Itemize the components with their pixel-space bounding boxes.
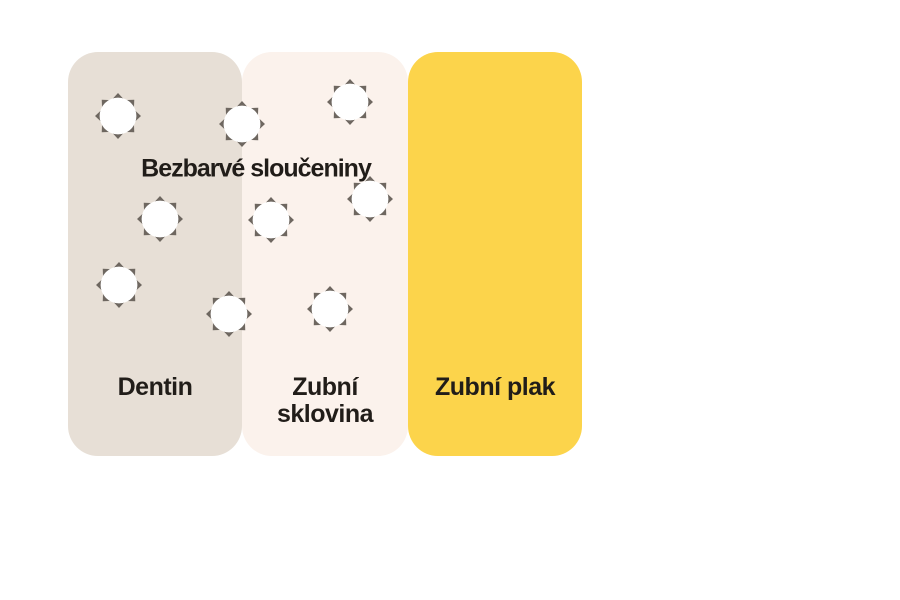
molecule-star-icon (347, 176, 393, 222)
molecule-star-icon (96, 262, 142, 308)
molecule-star-icon (307, 286, 353, 332)
dentin-label: Dentin (117, 373, 193, 401)
molecule-star-icon (137, 196, 183, 242)
dentin-layer: Dentin (68, 52, 242, 456)
colorless-compounds-label: Bezbarvé sloučeniny (141, 154, 372, 183)
molecule-star-icon (206, 291, 252, 337)
enamel-layer: Zubní sklovina (242, 52, 408, 456)
molecule-star-icon (95, 93, 141, 139)
molecule-star-icon (327, 79, 373, 125)
plaque-layer: Zubní plak (408, 52, 582, 456)
plaque-label: Zubní plak (435, 373, 556, 401)
enamel-label: Zubní sklovina (276, 373, 374, 428)
molecule-star-icon (219, 101, 265, 147)
molecule-star-icon (248, 197, 294, 243)
